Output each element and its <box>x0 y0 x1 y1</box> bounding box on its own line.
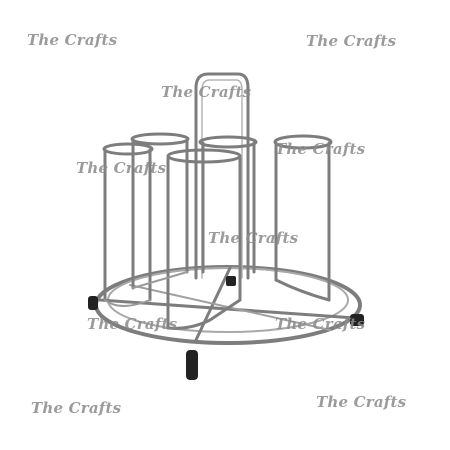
watermark-text: The Crafts <box>76 159 167 177</box>
watermark-text: The Crafts <box>316 393 407 411</box>
watermark-text: The Crafts <box>31 399 122 417</box>
watermark-text: The Crafts <box>87 315 178 333</box>
foot <box>226 276 236 286</box>
watermark-text: The Crafts <box>27 31 118 49</box>
center-handle <box>194 72 250 280</box>
cup-loop <box>130 132 190 146</box>
foot <box>88 296 98 310</box>
cup-loop <box>166 148 242 164</box>
foot <box>350 314 364 326</box>
watermark-text: The Crafts <box>208 229 299 247</box>
watermark-text: The Crafts <box>275 315 366 333</box>
cup-loop <box>198 135 258 149</box>
foot <box>186 350 198 380</box>
watermark-text: The Crafts <box>161 83 252 101</box>
cup-loop <box>102 142 154 156</box>
watermark-text: The Crafts <box>275 140 366 158</box>
watermark-text: The Crafts <box>306 32 397 50</box>
